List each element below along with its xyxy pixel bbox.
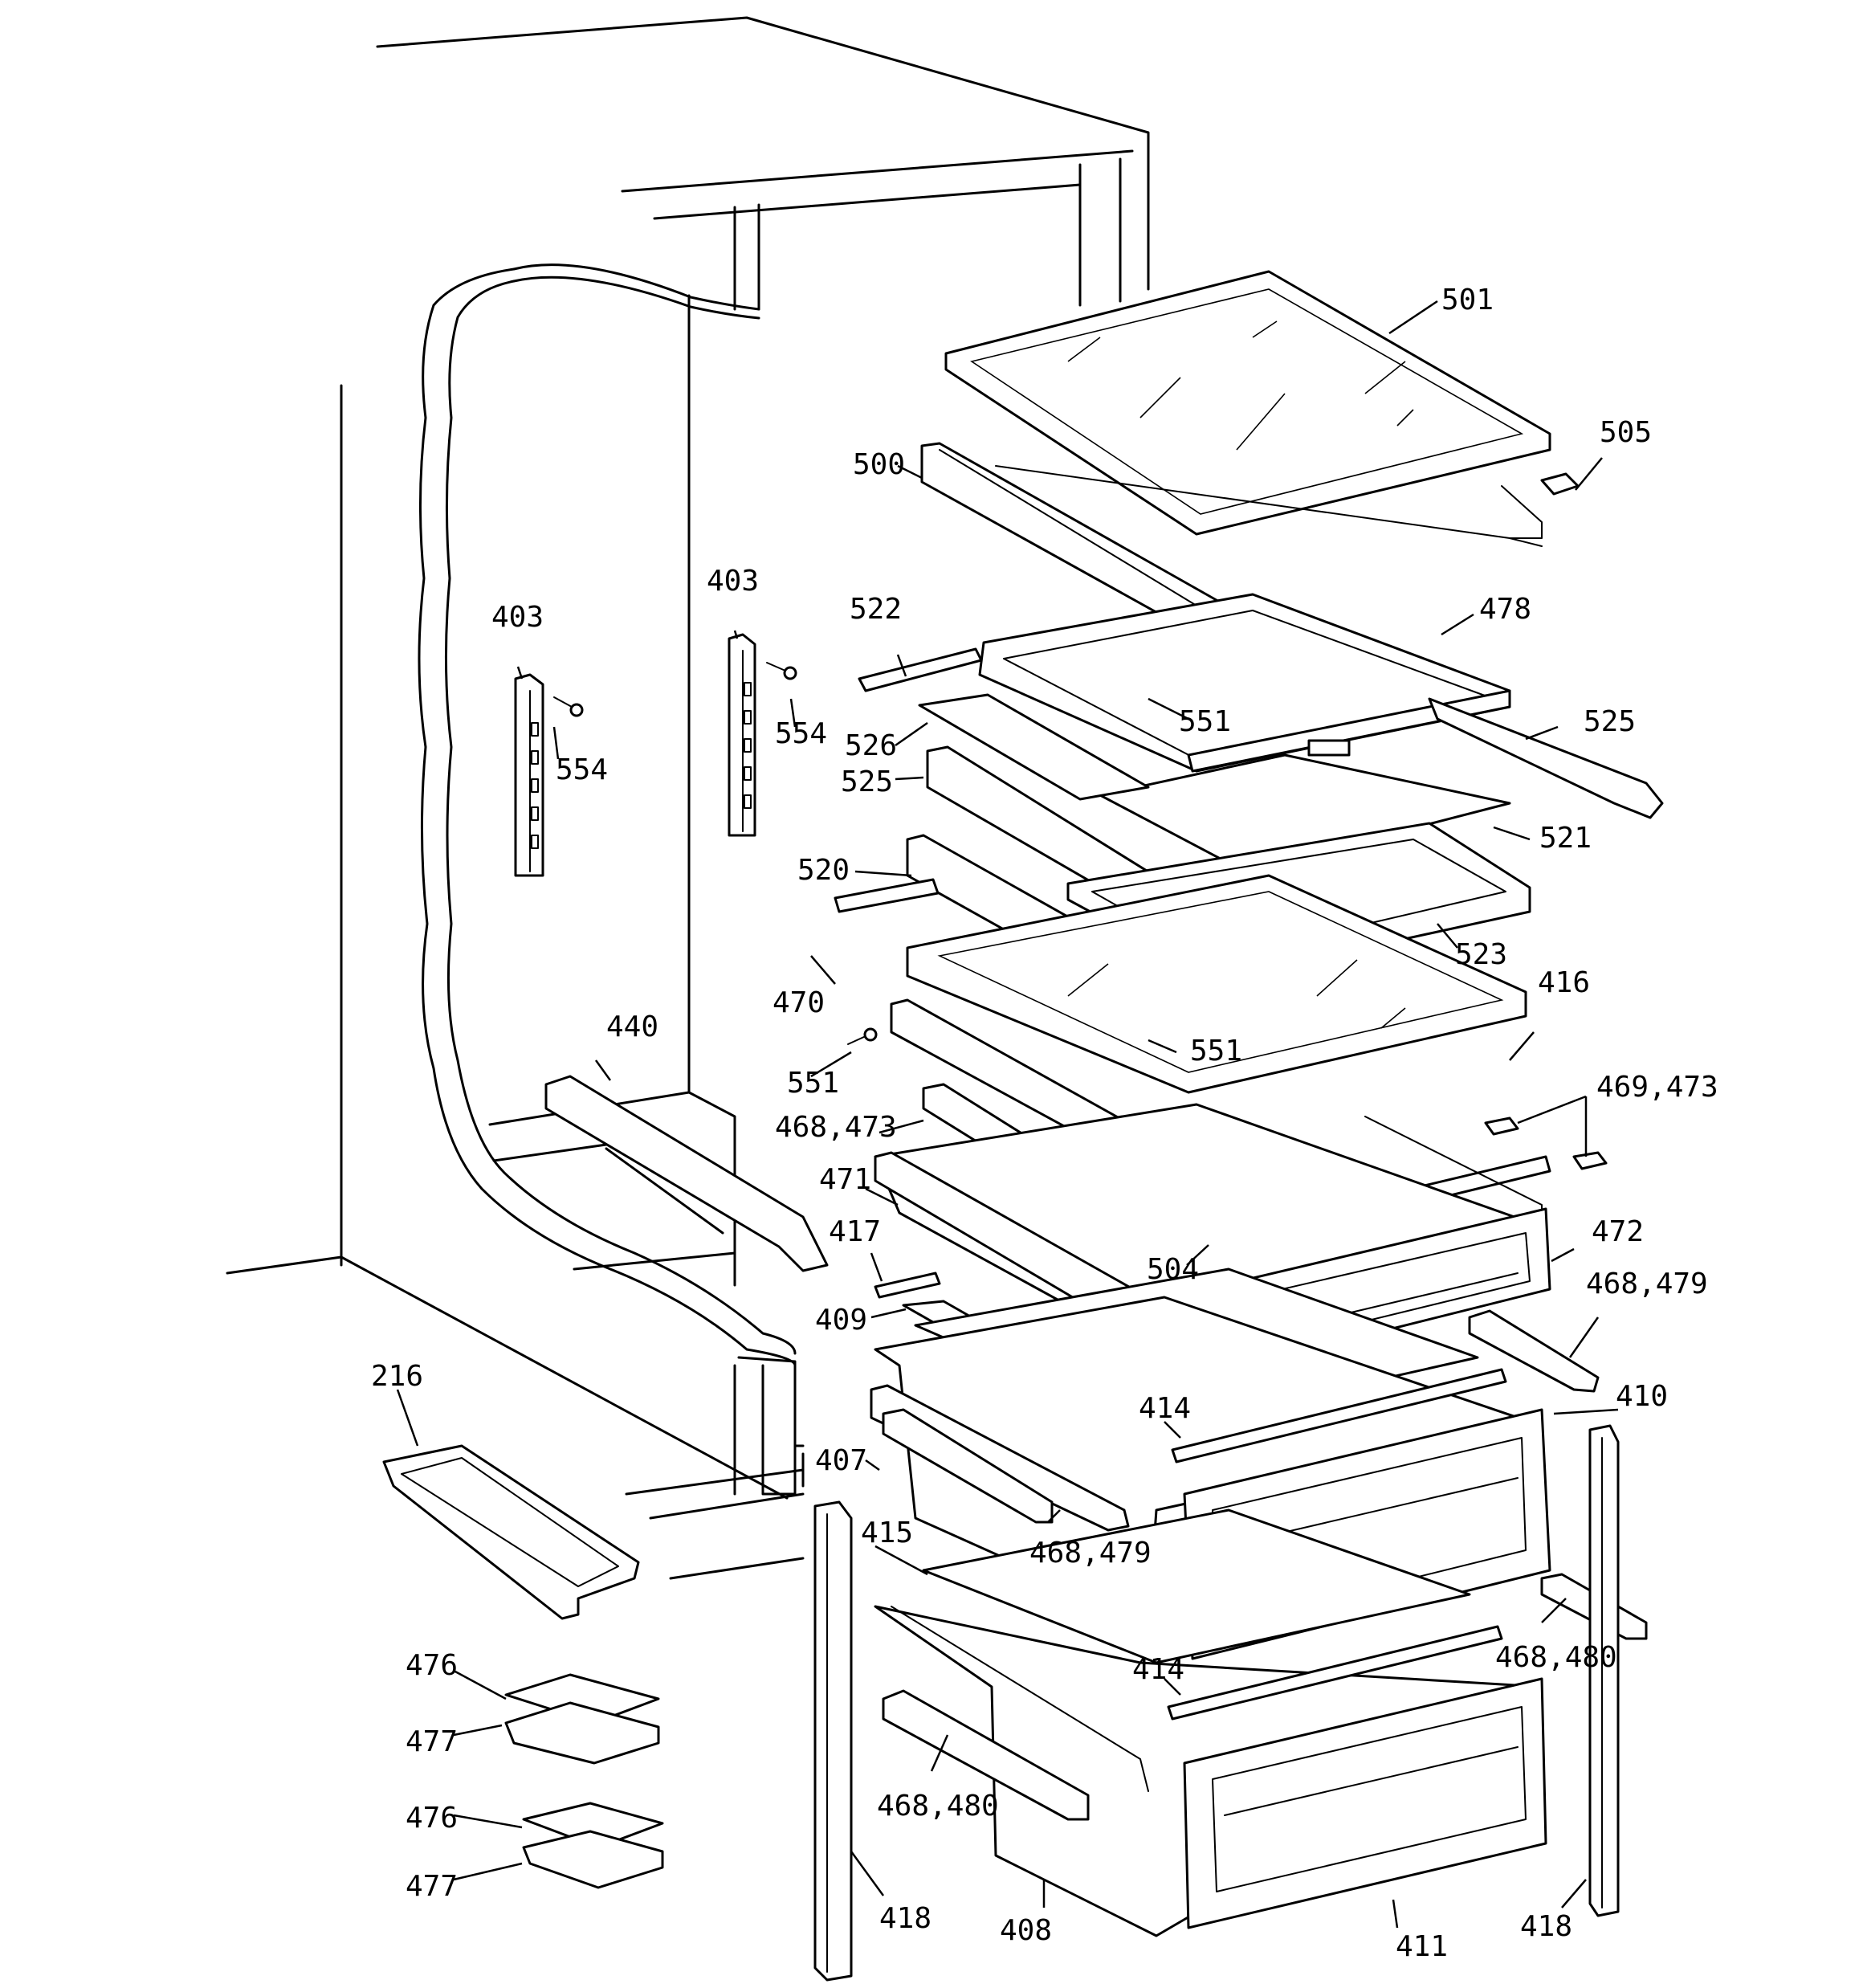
strip-417 [874,1272,941,1299]
callout-551: 551 [787,1067,839,1100]
end-cap-418-left [813,1500,853,1982]
callout-505: 505 [1600,416,1652,449]
callout-414: 414 [1132,1653,1184,1686]
callout-471: 471 [819,1163,871,1196]
door-bin-216 [382,1444,640,1620]
callout-523: 523 [1455,938,1507,971]
clip-505 [1540,472,1580,496]
callout-500: 500 [853,448,905,481]
shelf-ladder-left [514,673,544,877]
callout-476: 476 [406,1649,458,1682]
callout-469-473: 469,473 [1596,1071,1718,1104]
callout-478: 478 [1479,593,1531,626]
track-522 [858,647,983,692]
callout-418: 418 [1520,1910,1572,1943]
cover-415 [922,1508,1471,1664]
callout-525: 525 [841,765,893,798]
slide-468-479-right [1468,1309,1600,1393]
callout-468-473: 468,473 [775,1111,897,1144]
slide-shelf-478 [978,593,1511,773]
callout-408: 408 [1000,1914,1052,1947]
callout-468-480: 468,480 [1495,1641,1617,1674]
callout-411: 411 [1396,1930,1448,1963]
rail-470 [834,878,940,913]
callout-416: 416 [1538,966,1590,999]
bracket-469-473 [1484,1116,1608,1170]
glass-526 [918,693,1150,801]
callout-501: 501 [1441,284,1494,316]
callout-418: 418 [879,1902,932,1935]
callout-409: 409 [815,1304,867,1337]
callout-468-480: 468,480 [877,1790,999,1823]
dairy-cover-440 [544,1075,829,1272]
callout-415: 415 [861,1517,913,1549]
callout-468-479: 468,479 [1586,1268,1708,1300]
strip-414-upper [1171,1368,1507,1463]
callout-410: 410 [1616,1380,1668,1413]
callout-476: 476 [406,1802,458,1835]
callout-407: 407 [815,1444,867,1477]
strip-414-lower [1167,1625,1503,1721]
callout-526: 526 [845,729,897,762]
callout-403: 403 [707,565,759,598]
callout-477: 477 [406,1725,458,1758]
door-gasket [418,263,797,1367]
callout-470: 470 [773,986,825,1019]
glass-shelf-501 [944,270,1551,536]
shelf-frame-525-right [1428,697,1664,819]
callout-554: 554 [556,753,608,786]
callout-440: 440 [606,1010,658,1043]
container-476-477-upper [504,1673,660,1765]
shelf-ladder-right [728,633,756,837]
callout-477: 477 [406,1870,458,1903]
leader-lines [396,300,1619,1929]
end-cap-418-right [1588,1424,1620,1917]
callout-403: 403 [491,601,544,634]
callout-521: 521 [1539,822,1592,855]
callout-551: 551 [1179,705,1231,738]
container-476-477-lower [522,1802,664,1889]
callout-551: 551 [1190,1035,1242,1067]
slide-468-480-left [882,1689,1090,1821]
callout-472: 472 [1592,1215,1644,1248]
drawer-front-411 [1183,1677,1547,1929]
drawer-407 [870,1296,1543,1624]
spill-plate-521 [1099,753,1511,873]
callout-417: 417 [829,1215,881,1248]
callout-520: 520 [797,854,850,887]
callout-216: 216 [371,1360,423,1393]
callout-525: 525 [1584,705,1636,738]
callout-554: 554 [775,717,827,750]
callout-504: 504 [1147,1253,1199,1286]
callout-468-479: 468,479 [1029,1537,1152,1570]
slide-468-479-left [882,1408,1054,1524]
callout-414: 414 [1139,1392,1191,1425]
callout-522: 522 [850,593,902,626]
callout-labels: 501 505 500 478 522 551 525 526 525 521 … [371,284,1718,1963]
